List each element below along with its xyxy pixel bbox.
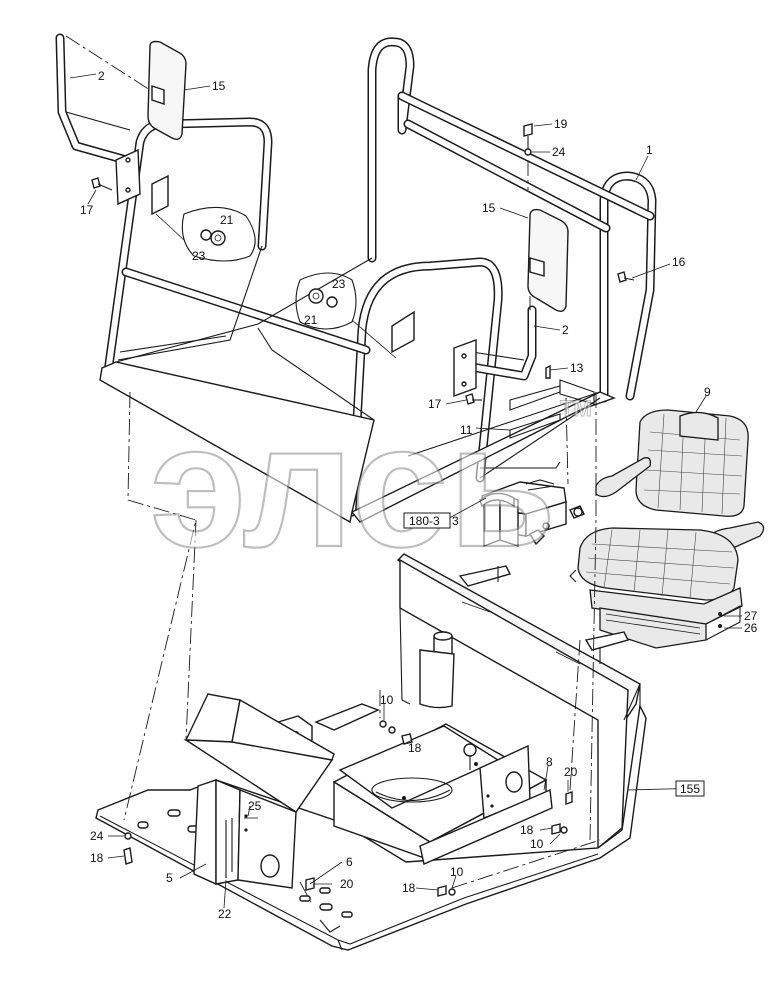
callout-21-left: 21 [220,213,234,227]
hardware [91,123,722,897]
callout-23-right: 23 [332,277,346,291]
watermark-logo: элсь TM [149,388,592,585]
callout-10-top: 10 [380,693,394,707]
callout-18-bottom: 18 [402,881,416,895]
mirror-right [527,208,569,313]
alignment-lines [65,35,601,905]
callout-25: 25 [248,799,262,813]
watermark-text: элсь [150,389,556,584]
boxed-references: 180-3 155 [403,512,705,797]
floor-pan [95,553,647,951]
callout-24-top: 24 [552,145,566,159]
callout-18-top: 18 [408,741,422,755]
callout-21-right: 21 [304,313,318,327]
callout-22: 22 [218,907,232,921]
callout-23-left: 23 [192,249,206,263]
mirror-arm-left [55,33,141,206]
rops-frame [99,37,657,524]
callout-3: 3 [452,514,459,528]
step-3 [479,492,519,548]
callout-2-right: 2 [562,323,569,337]
callout-24-left: 24 [90,829,104,843]
callout-9: 9 [704,385,711,399]
callouts: 2 15 17 21 23 19 24 1 15 16 23 21 2 13 1… [80,69,758,921]
callout-17-right: 17 [428,397,442,411]
callout-5: 5 [166,871,173,885]
detail-bubble-right [295,272,397,359]
callout-13: 13 [570,361,584,375]
leader-lines [69,73,742,909]
mirror-left [147,40,187,141]
callout-10-right: 10 [530,837,544,851]
callout-20-bottom: 20 [340,877,354,891]
ref-180-3: 180-3 [409,514,440,528]
callout-18-right: 18 [520,823,534,837]
callout-16: 16 [672,255,686,269]
watermark-trademark: TM [560,396,592,421]
callout-6: 6 [346,855,353,869]
callout-26: 26 [744,621,758,635]
callout-27: 27 [744,609,758,623]
callout-18-left: 18 [90,851,104,865]
callout-20-right: 20 [564,765,578,779]
callout-11: 11 [460,423,473,437]
callout-2-left: 2 [98,69,105,83]
callout-17-left: 17 [80,203,94,217]
callout-19: 19 [554,117,568,131]
callout-15-left: 15 [212,79,226,93]
ref-155: 155 [680,782,700,796]
mirror-arm-right [453,305,537,397]
callout-15-right: 15 [482,201,496,215]
callout-8: 8 [546,755,553,769]
callout-10-bottom: 10 [450,865,464,879]
operator-seat [569,409,765,649]
callout-1: 1 [646,143,653,157]
detail-bubble-left [155,206,256,262]
